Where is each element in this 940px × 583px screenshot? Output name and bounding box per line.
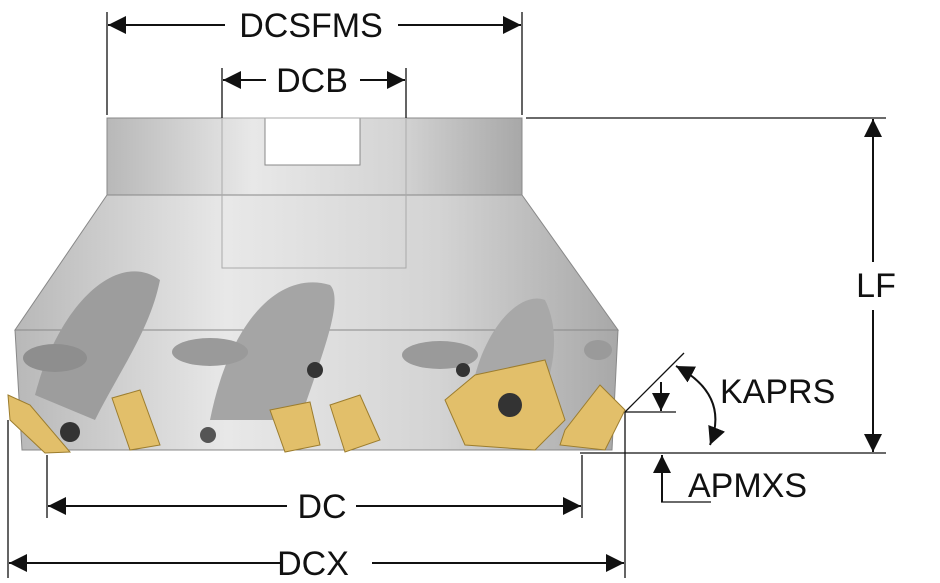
kaprs-dimension: KAPRS [624, 352, 835, 446]
insert [269, 401, 321, 453]
screw [498, 393, 522, 417]
dc-label: DC [297, 488, 346, 526]
apmxs-dimension: APMXS [653, 455, 807, 505]
screw [307, 362, 323, 378]
apmxs-label: APMXS [688, 467, 807, 505]
dc-dimension: DC [46, 455, 583, 526]
dcb-dimension: DCB [221, 62, 407, 118]
screw [60, 422, 80, 442]
milling-cutter-image [7, 117, 626, 454]
lf-label: LF [856, 267, 896, 305]
insert [7, 394, 72, 454]
dcb-label: DCB [276, 62, 348, 100]
chip-pocket [35, 271, 160, 420]
insert [111, 389, 161, 451]
lf-dimension: LF [526, 117, 896, 454]
screw [456, 363, 470, 377]
insert [559, 384, 626, 451]
dcsfms-dimension: DCSFMS [106, 7, 523, 115]
kaprs-label: KAPRS [720, 373, 835, 411]
insert [329, 394, 381, 453]
dcx-label: DCX [277, 545, 349, 583]
dcsfms-label: DCSFMS [239, 7, 383, 45]
screw [200, 427, 216, 443]
cutter-shank [106, 117, 523, 196]
chip-pocket [210, 282, 335, 420]
dcx-dimension: DCX [7, 412, 626, 583]
